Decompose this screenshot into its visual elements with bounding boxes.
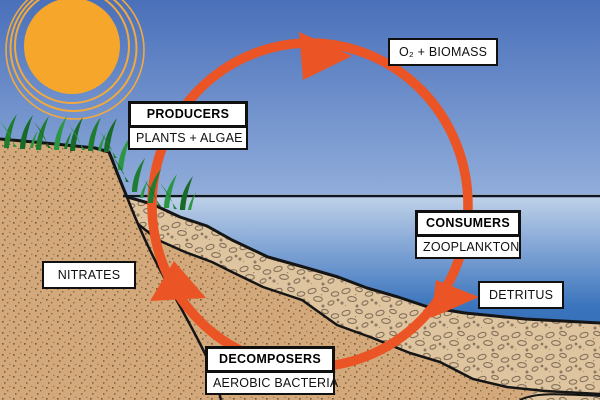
cycle-arrowhead-top: [299, 32, 352, 80]
sun-icon: [5, 0, 145, 120]
label-decomposers: DECOMPOSERS AEROBIC BACTERIA: [205, 346, 338, 395]
label-producers: PRODUCERS PLANTS + ALGAE: [128, 101, 248, 150]
label-consumers: CONSUMERS ZOOPLANKTON: [415, 210, 521, 259]
cycle-arrowhead-right: [431, 280, 479, 318]
cycle-arrowhead-left: [150, 261, 206, 301]
consumers-subtitle: ZOOPLANKTON: [415, 236, 521, 259]
label-o2-biomass: O₂ + BIOMASS: [388, 38, 499, 66]
decomposers-subtitle: AEROBIC BACTERIA: [205, 372, 338, 395]
consumers-title: CONSUMERS: [415, 210, 521, 237]
label-nitrates: NITRATES: [42, 261, 136, 289]
label-detritus: DETRITUS: [478, 281, 565, 309]
producers-title: PRODUCERS: [128, 101, 248, 128]
decomposers-title: DECOMPOSERS: [205, 346, 335, 373]
producers-subtitle: PLANTS + ALGAE: [128, 127, 248, 150]
pebble-layer: [127, 197, 600, 394]
